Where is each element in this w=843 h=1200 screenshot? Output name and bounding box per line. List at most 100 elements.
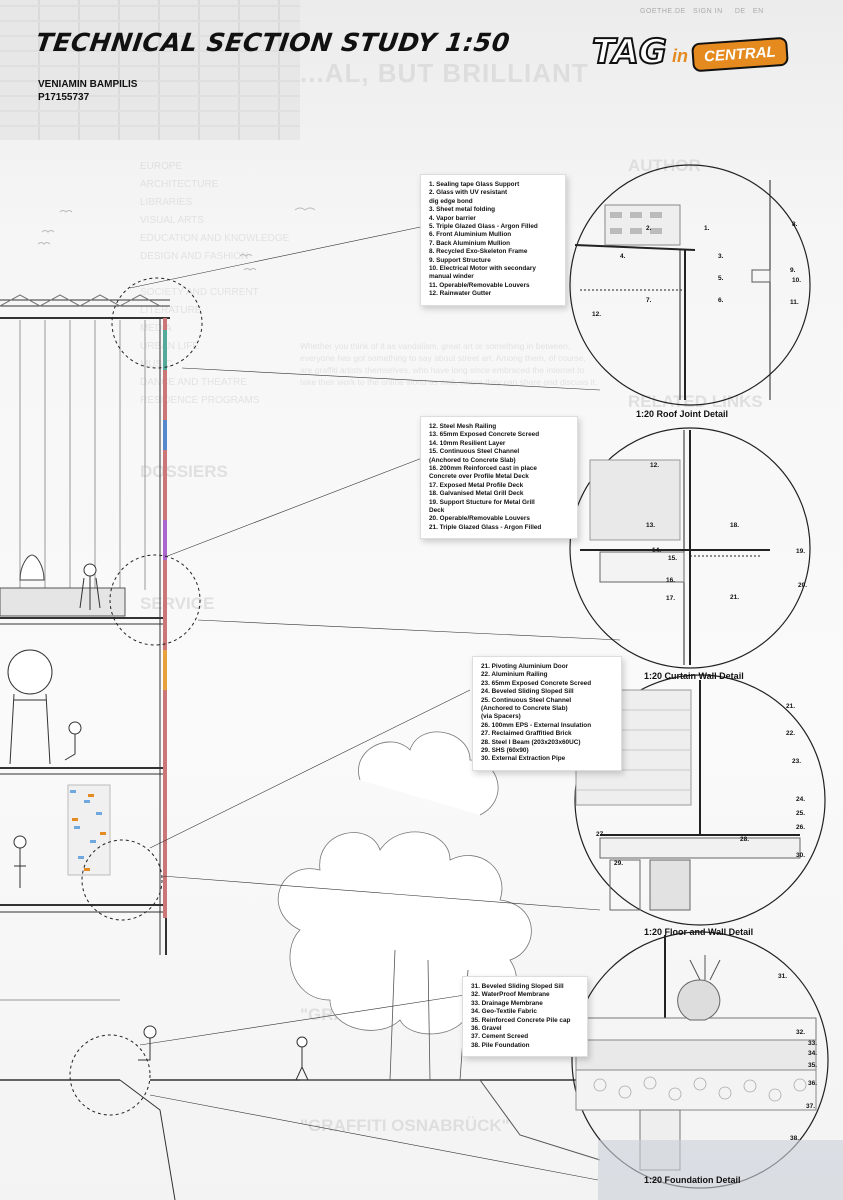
legend-item: 28. Steel I Beam (203x203x60UC): [481, 738, 581, 746]
legend-item: 16. 200mm Reinforced cast in place: [429, 465, 537, 473]
legend-item: 17. Exposed Metal Profile Deck: [429, 481, 524, 489]
ghost-topbar: GOETHE.DE SIGN IN DE EN: [640, 8, 764, 15]
ghost-section-dossiers: DOSSIERS: [140, 462, 228, 481]
graffiti-strip: [163, 318, 167, 918]
ghost-nav-item: SOCIETY AND CURRENT: [140, 287, 259, 298]
detail-label: 4.: [620, 253, 626, 260]
ghost-nav-list: EUROPE ARCHITECTURE LIBRARIES VISUAL ART…: [140, 158, 289, 410]
detail-label: 10.: [792, 277, 801, 284]
author-name: VENIAMIN BAMPILIS: [38, 79, 138, 90]
detail-label: 33.: [808, 1040, 817, 1047]
legend-item: 3. Sheet metal folding: [429, 206, 496, 214]
legend-item: 33. Drainage Membrane: [471, 999, 543, 1007]
legend-item: 29. SHS (60x90): [481, 747, 529, 755]
leader-lines: [129, 224, 621, 1181]
legend-item: 20. Operable/Removable Louvers: [429, 515, 530, 523]
ghost-section-service: SERVICE: [140, 594, 215, 613]
legend-item: 22. Aluminium Railing: [481, 671, 548, 679]
legend-item: 21. Triple Glazed Glass - Argon Filled: [429, 523, 542, 531]
ghost-section-osnabrueck: "GRAFFITI OSNABRÜCK": [300, 1116, 510, 1135]
legend-item: 15. Continuous Steel Channel: [429, 448, 520, 456]
detail-label: 27.: [596, 831, 605, 838]
detail-label: 20.: [798, 582, 807, 589]
legend-item: 31. Beveled Sliding Sloped Sill: [471, 983, 564, 990]
legend-item: 32. WaterProof Membrane: [471, 991, 550, 999]
legend-item: 24. Beveled Sliding Sloped Sill: [481, 688, 574, 696]
legend-item: 11. Operable/Removable Louvers: [429, 281, 530, 289]
detail-label: 5.: [718, 275, 724, 282]
ghost-nav-item: MEDIA: [140, 323, 172, 334]
detail-label: 21.: [730, 594, 739, 601]
legend-item: (Anchored to Concrete Slab): [429, 456, 516, 464]
detail-roof-joint: [569, 164, 811, 406]
detail-label: 2.: [646, 225, 652, 232]
detail-label: 16.: [666, 577, 675, 584]
detail-label: 23.: [792, 758, 801, 765]
legend-item: 34. Geo-Textile Fabric: [471, 1008, 537, 1016]
caption-floor-wall: 1:20 Floor and Wall Detail: [644, 927, 754, 937]
legend-item: 6. Front Aluminium Mullion: [429, 231, 512, 239]
ghost-nav-item: RESIDENCE PROGRAMS: [140, 395, 260, 406]
ghost-nav-item: LIBRARIES: [140, 197, 193, 208]
tag-in-central-logo: TAG in CENTRAL: [552, 28, 822, 88]
detail-label: 38.: [790, 1135, 799, 1142]
legend-item: 35. Reinforced Concrete Pile cap: [471, 1016, 571, 1024]
legend-item: 26. 100mm EPS - External Insulation: [481, 721, 592, 729]
detail-label: 25.: [796, 810, 805, 817]
caption-curtain-wall: 1:20 Curtain Wall Detail: [644, 671, 744, 681]
legend-item: 27. Reclaimed Graffitied Brick: [481, 730, 572, 738]
legend-item: (Anchored to Concrete Slab): [481, 705, 568, 713]
logo-in-text: in: [672, 46, 688, 66]
detail-label: 34.: [808, 1050, 817, 1057]
ghost-nav-item: EDUCATION AND KNOWLEDGE: [140, 233, 290, 244]
legend-item: 12. Steel Mesh Railing: [429, 423, 497, 430]
legend-item: 30. External Extraction Pipe: [481, 755, 566, 763]
brick-wall-texture: [0, 0, 300, 140]
detail-label: 31.: [778, 973, 787, 980]
detail-label: 3.: [718, 253, 724, 260]
legend-item: 2. Glass with UV resistant: [429, 189, 508, 197]
author-block: VENIAMIN BAMPILIS P17155737: [38, 78, 137, 104]
detail-label: 29.: [614, 860, 623, 867]
detail-label: 15.: [668, 555, 677, 562]
ghost-nav-item: ARCHITECTURE: [140, 179, 219, 190]
legend-item: 9. Support Structure: [429, 256, 491, 264]
ghost-nav-item: DESIGN AND FASHION: [140, 251, 249, 262]
legend-item: 1. Sealing tape Glass Support: [429, 181, 520, 188]
detail-label: 14.: [652, 547, 661, 554]
legend-item: 5. Triple Glazed Glass - Argon Filled: [429, 223, 538, 231]
ghost-section-links: RELATED LINKS: [628, 392, 763, 411]
detail-label: 32.: [796, 1029, 805, 1036]
detail-label: 28.: [740, 836, 749, 843]
detail-label: 37.: [806, 1103, 815, 1110]
legend-item: (via Spacers): [481, 713, 521, 721]
detail-number-labels: 1. 2. 3. 4. 5. 6. 7. 8. 9. 10. 11. 12. 1…: [592, 221, 817, 1142]
ghost-nav-item: URBAN LIFE: [140, 341, 199, 352]
detail-label: 30.: [796, 852, 805, 859]
legend-item: 12. Rainwater Gutter: [429, 290, 492, 298]
legend-item: 14. 10mm Resilient Layer: [429, 439, 506, 447]
detail-label: 19.: [796, 548, 805, 555]
detail-label: 22.: [786, 730, 795, 737]
legend-foundation: 31. Beveled Sliding Sloped Sill 32. Wate…: [462, 976, 588, 1058]
legend-item: 19. Support Stucture for Metal Grill: [429, 498, 535, 506]
legend-item: 4. Vapor barrier: [429, 214, 476, 222]
detail-label: 21.: [786, 703, 795, 710]
ghost-nav-item: MUSIC: [140, 359, 173, 370]
legend-item: 25. Continuous Steel Channel: [481, 696, 572, 704]
detail-label: 35.: [808, 1062, 817, 1069]
legend-item: manual winder: [429, 273, 474, 281]
author-id: P17155737: [38, 92, 90, 103]
logo-tag-text: TAG: [591, 31, 668, 73]
legend-item: 36. Gravel: [471, 1025, 502, 1033]
birds: [37, 207, 316, 271]
legend-item: 13. 65mm Exposed Concrete Screed: [429, 431, 540, 439]
caption-roof-joint: 1:20 Roof Joint Detail: [636, 409, 729, 419]
caption-foundation: 1:20 Foundation Detail: [644, 1175, 741, 1185]
ghost-hero-heading: ...AL, BUT BRILLIANT: [300, 58, 589, 88]
legend-item: 7. Back Aluminium Mullion: [429, 239, 511, 247]
detail-label: 36.: [808, 1080, 817, 1087]
legend-item: Concrete over Profile Metal Deck: [429, 473, 529, 481]
detail-label: 17.: [666, 595, 675, 602]
